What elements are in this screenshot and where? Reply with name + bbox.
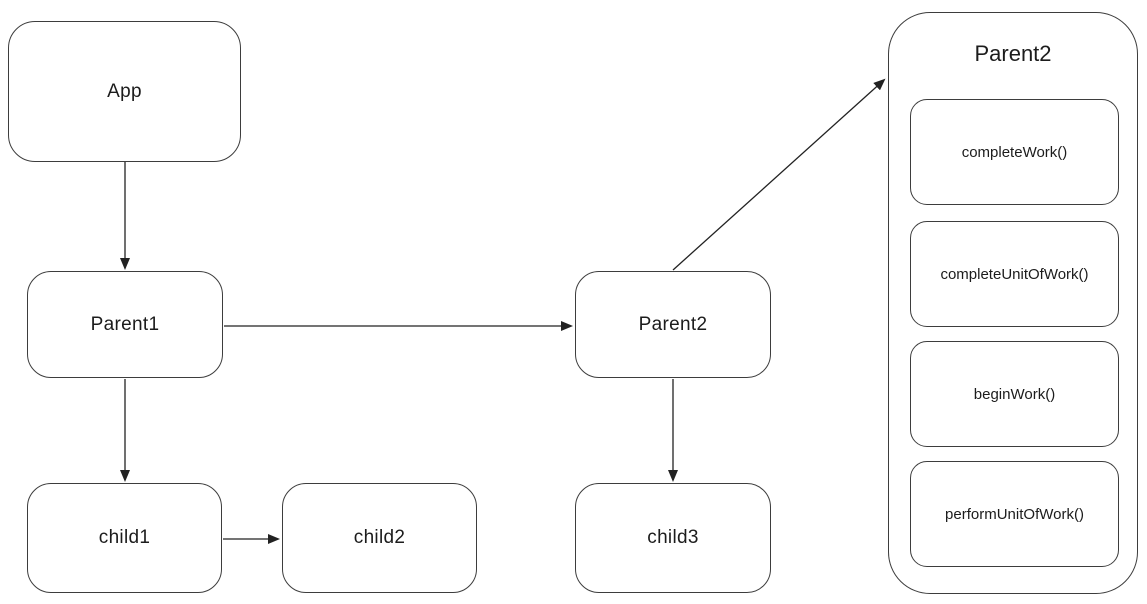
node-parent2: Parent2 (575, 271, 771, 378)
node-child1-label: child1 (98, 527, 151, 548)
node-child3: child3 (575, 483, 771, 593)
node-child2: child2 (282, 483, 477, 593)
parent2-detail-panel: Parent2 completeWork() completeUnitOfWor… (888, 12, 1138, 594)
node-child3-label: child3 (647, 527, 699, 548)
method-box-performUnitOfWork: performUnitOfWork() (910, 461, 1119, 567)
method-label: completeWork() (961, 143, 1068, 161)
method-box-beginWork: beginWork() (910, 341, 1119, 447)
node-child1: child1 (27, 483, 222, 593)
node-app-label: App (107, 80, 142, 102)
node-parent1: Parent1 (27, 271, 223, 378)
method-box-completeUnitOfWork: completeUnitOfWork() (910, 221, 1119, 327)
node-parent1-label: Parent1 (90, 313, 160, 335)
edge-parent2-detail (672, 78, 886, 271)
detail-panel-title: Parent2 (974, 41, 1052, 66)
node-child2-label: child2 (353, 527, 406, 548)
method-box-completeWork: completeWork() (910, 99, 1119, 205)
node-app: App (8, 21, 241, 162)
method-label: performUnitOfWork() (945, 505, 1084, 523)
method-label: completeUnitOfWork() (940, 265, 1089, 283)
method-label: beginWork() (973, 385, 1056, 403)
node-parent2-label: Parent2 (638, 313, 708, 335)
